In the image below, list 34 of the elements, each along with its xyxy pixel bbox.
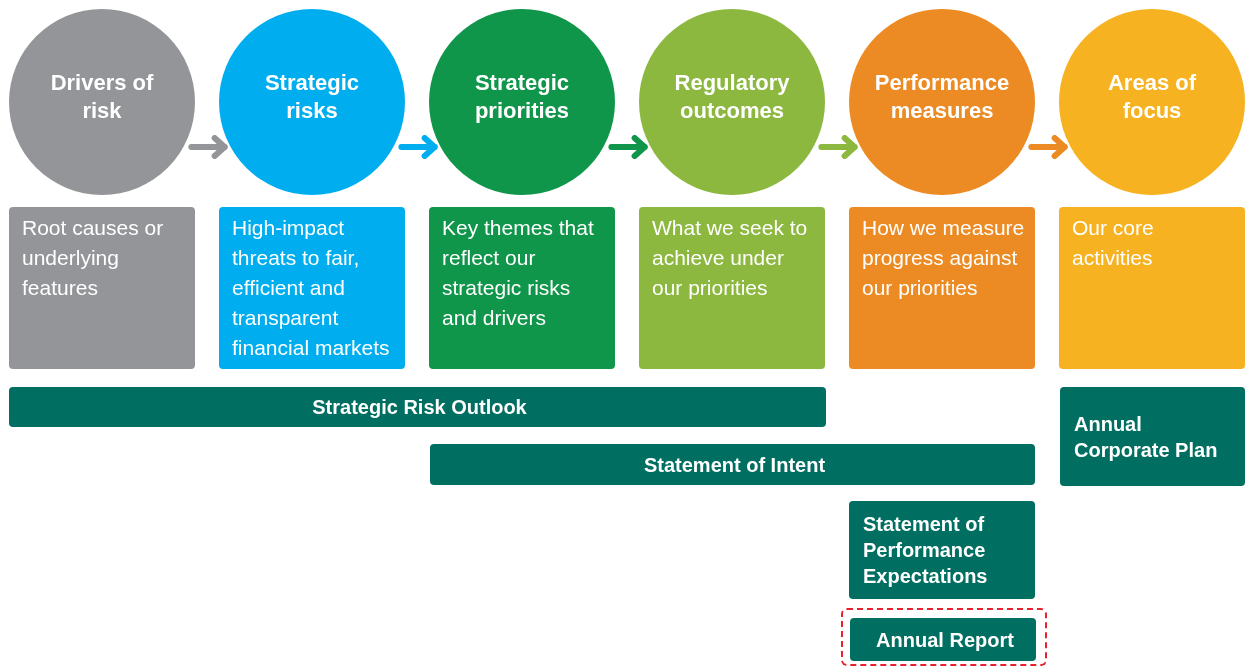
stage-title: Strategic priorities bbox=[473, 69, 571, 125]
description-card bbox=[429, 207, 615, 369]
stage-title: Regulatory outcomes bbox=[673, 69, 791, 125]
description-card bbox=[639, 207, 825, 369]
document-bar bbox=[430, 444, 1035, 485]
description-text: What we seek to achieve under our priorities bbox=[652, 216, 808, 299]
description-card bbox=[1059, 207, 1245, 369]
document-title: Annual Corporate Plan bbox=[1074, 411, 1219, 463]
stage-title: Strategic risks bbox=[263, 69, 361, 125]
description-card bbox=[9, 207, 195, 369]
description-text: High-impact threats to fair, efficient and transparent financial markets bbox=[232, 216, 390, 359]
document-title: Annual Report bbox=[876, 627, 1014, 653]
arrow bbox=[608, 135, 648, 159]
dashed-highlight-frame bbox=[841, 608, 1047, 666]
document-bar bbox=[850, 618, 1036, 661]
document-title: Statement of Performance Expectations bbox=[863, 512, 989, 589]
arrow bbox=[1028, 135, 1068, 159]
document-bar bbox=[1060, 387, 1245, 486]
description-text: Root causes or underlying features bbox=[22, 216, 164, 299]
description-card bbox=[849, 207, 1035, 369]
document-bar bbox=[849, 501, 1035, 599]
stage-title: Performance measures bbox=[874, 69, 1010, 125]
description-card bbox=[219, 207, 405, 369]
description-text: Key themes that reflect our strategic risks and drivers bbox=[442, 216, 594, 329]
document-title: Strategic Risk Outlook bbox=[312, 395, 527, 420]
description-text: How we measure progress against our priorities bbox=[862, 216, 1025, 299]
arrow bbox=[818, 135, 858, 159]
arrow bbox=[398, 135, 438, 159]
stage-title: Areas of focus bbox=[1106, 69, 1197, 125]
document-title: Statement of Intent bbox=[643, 452, 826, 478]
stage-title: Drivers of risk bbox=[49, 69, 155, 125]
description-text: Our core activities bbox=[1072, 216, 1154, 269]
arrow bbox=[188, 135, 228, 159]
document-bar bbox=[9, 387, 826, 427]
